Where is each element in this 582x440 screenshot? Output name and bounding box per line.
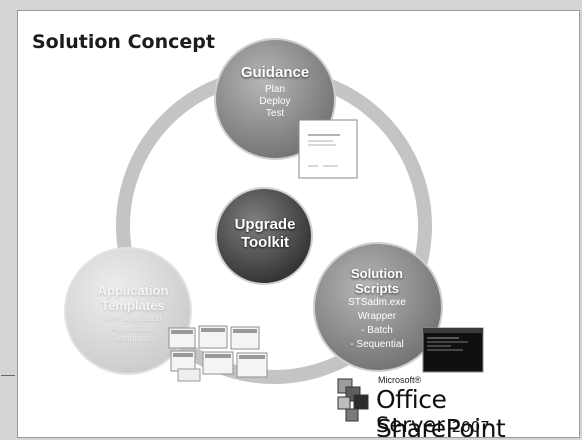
sharepoint-logo: Microsoft® Office SharePoint Server 2007 bbox=[336, 373, 576, 438]
logo-brand: Microsoft® bbox=[378, 375, 422, 385]
solution-scripts-item: STSadm.exe bbox=[348, 297, 406, 308]
solution-scripts-item: Wrapper bbox=[357, 311, 397, 322]
guidance-item: Plan bbox=[264, 84, 285, 95]
upgrade-toolkit-heading-line2: Toolkit bbox=[240, 234, 290, 251]
upgrade-toolkit-circle bbox=[215, 187, 313, 285]
application-templates-node: Application Templates 60+ Upgraded Appli… bbox=[82, 283, 184, 343]
application-templates-item: Templates bbox=[112, 333, 154, 343]
left-edge-artifact bbox=[1, 375, 15, 394]
solution-scripts-circle bbox=[313, 242, 443, 372]
logo-year: 2007 bbox=[451, 418, 490, 436]
solution-scripts-heading-line1: Solution bbox=[351, 266, 403, 281]
guidance-item: Deploy bbox=[259, 96, 291, 107]
solution-scripts-node: Solution Scripts STSadm.exe Wrapper - Ba… bbox=[324, 266, 430, 352]
guidance-heading: Guidance bbox=[240, 64, 310, 81]
logo-product: Office SharePoint bbox=[376, 385, 506, 438]
concept-diagram bbox=[64, 38, 484, 384]
guidance-document-thumbnail bbox=[298, 119, 358, 179]
upgrade-toolkit-heading-line1: Upgrade bbox=[234, 216, 296, 233]
logo-server-line: Server 2007 bbox=[376, 413, 490, 437]
template-screenshots-thumbnail bbox=[168, 325, 268, 382]
logo-server: Server bbox=[376, 413, 445, 437]
application-templates-heading-line1: Application bbox=[97, 283, 169, 298]
guidance-node: Guidance Plan Deploy Test bbox=[214, 65, 336, 120]
slide-title: Solution Concept bbox=[32, 31, 215, 53]
office-logo-icon bbox=[337, 378, 369, 422]
guidance-item: Test bbox=[265, 108, 285, 119]
solution-scripts-item: - Sequential bbox=[350, 339, 404, 350]
application-templates-circle bbox=[64, 247, 192, 375]
console-window-thumbnail bbox=[422, 327, 484, 373]
application-templates-heading-line2: Templates bbox=[101, 298, 165, 313]
application-templates-item: Application bbox=[110, 323, 156, 333]
solution-scripts-heading-line2: Scripts bbox=[354, 281, 400, 296]
application-templates-item: 60+ Upgraded bbox=[104, 313, 162, 323]
solution-scripts-item: - Batch bbox=[361, 325, 393, 336]
slide: Solution Concept bbox=[17, 10, 580, 438]
upgrade-toolkit-node: Upgrade Toolkit bbox=[213, 216, 317, 252]
